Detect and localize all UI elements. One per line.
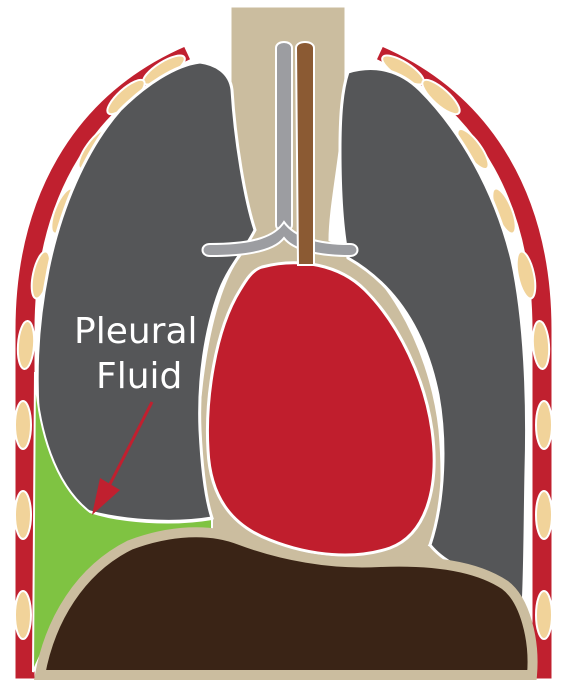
right-rib-9: [536, 591, 552, 639]
left-rib-8: [15, 491, 31, 539]
annotation-label-line2: Fluid: [96, 356, 182, 397]
left-rib-7: [15, 401, 31, 449]
trachea-tube: [276, 42, 292, 231]
esophagus: [296, 42, 314, 265]
annotation-label-line1: Pleural: [74, 311, 198, 352]
right-rib-8: [536, 491, 552, 539]
right-rib-7: [536, 401, 552, 449]
left-rib-9: [15, 591, 31, 639]
